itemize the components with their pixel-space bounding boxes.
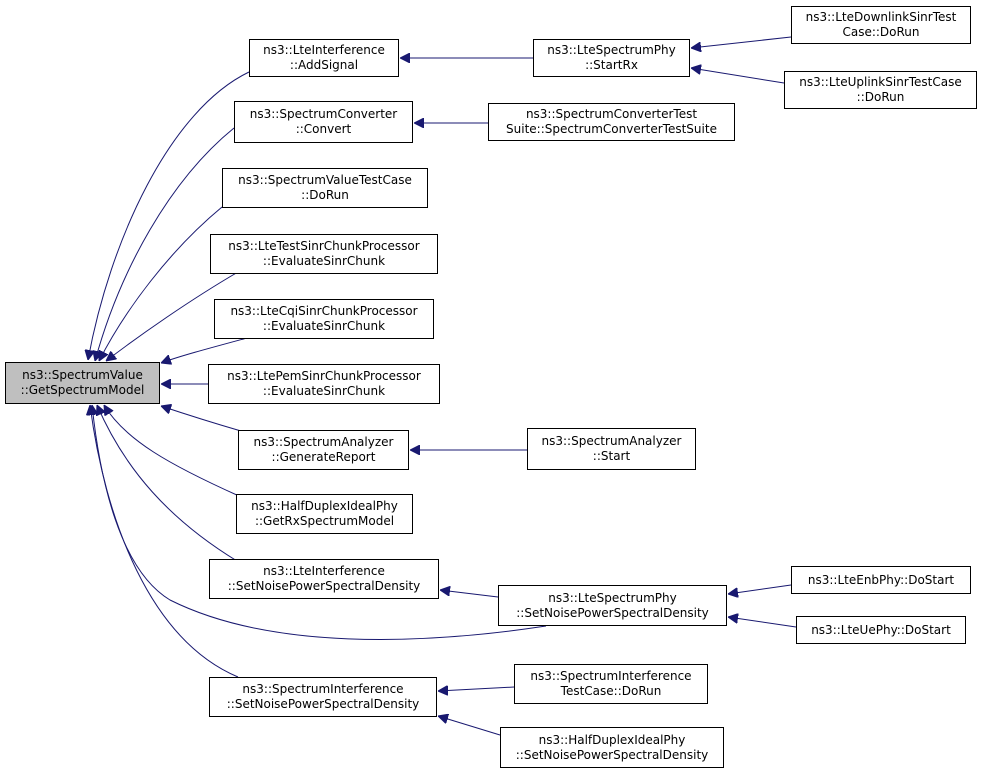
edge-n7-to-root bbox=[99, 206, 223, 361]
node-label-line: ::EvaluateSinrChunk bbox=[262, 384, 386, 398]
node-spectrum-value-get-spectrum-model: ns3::SpectrumValue ::GetSpectrumModel bbox=[5, 362, 160, 404]
node-label-line: TestCase::DoRun bbox=[560, 684, 662, 698]
edge-n14-to-root bbox=[97, 405, 238, 562]
node-label-line: ns3::LteSpectrumPhy bbox=[547, 43, 676, 57]
edge-n3-to-n2 bbox=[691, 36, 792, 48]
node-label-line: ::SetNoisePowerSpectralDensity bbox=[227, 579, 421, 593]
node-label-line: Case::DoRun bbox=[842, 25, 920, 39]
node-label-line: Suite::SpectrumConverterTestSuite bbox=[506, 122, 717, 136]
edge-n4-to-n2 bbox=[691, 68, 785, 84]
node-lte-spectrum-phy-set-noise-psd[interactable]: ns3::LteSpectrumPhy ::SetNoisePowerSpect… bbox=[498, 585, 727, 626]
node-spectrum-interference-set-noise-psd[interactable]: ns3::SpectrumInterference ::SetNoisePowe… bbox=[209, 677, 437, 717]
node-lte-pem-sinr-chunk-processor[interactable]: ns3::LtePemSinrChunkProcessor ::Evaluate… bbox=[208, 364, 440, 404]
edge-n19-to-n18 bbox=[438, 687, 515, 691]
node-label-line: ns3::LteSpectrumPhy bbox=[548, 590, 677, 605]
edge-n20-to-n18 bbox=[438, 716, 501, 736]
node-spectrum-converter-convert[interactable]: ns3::SpectrumConverter ::Convert bbox=[234, 101, 413, 143]
node-label-line: ::Convert bbox=[295, 122, 352, 136]
node-label-line: ns3::SpectrumValue bbox=[22, 368, 143, 382]
edge-n16-to-n15 bbox=[728, 584, 792, 594]
node-spectrum-analyzer-generate-report[interactable]: ns3::SpectrumAnalyzer ::GenerateReport bbox=[238, 430, 409, 470]
edge-n13-to-root bbox=[104, 405, 240, 497]
edge-n17-to-n15 bbox=[728, 617, 797, 628]
node-label-line: ns3::LteTestSinrChunkProcessor bbox=[228, 239, 420, 253]
node-label-line: ns3::SpectrumAnalyzer bbox=[253, 435, 394, 449]
node-label-line: ns3::LteInterference bbox=[263, 43, 385, 57]
node-spectrum-converter-test-suite[interactable]: ns3::SpectrumConverterTest Suite::Spectr… bbox=[488, 103, 735, 141]
node-label-line: ns3::SpectrumAnalyzer bbox=[541, 434, 682, 448]
edge-n8-to-root bbox=[106, 271, 239, 361]
node-spectrum-interference-test-case-do-run[interactable]: ns3::SpectrumInterference TestCase::DoRu… bbox=[514, 664, 708, 704]
node-label-line: ::SetNoisePowerSpectralDensity bbox=[515, 747, 709, 762]
node-lte-test-sinr-chunk-processor[interactable]: ns3::LteTestSinrChunkProcessor ::Evaluat… bbox=[210, 234, 438, 274]
edge-n18-to-root bbox=[90, 405, 239, 678]
node-spectrum-value-test-case-do-run[interactable]: ns3::SpectrumValueTestCase ::DoRun bbox=[222, 168, 428, 208]
node-label-line: ::SetNoisePowerSpectralDensity bbox=[226, 697, 420, 711]
node-label-line: ::GetRxSpectrumModel bbox=[254, 514, 395, 528]
node-label-line: ns3::HalfDuplexIdealPhy bbox=[251, 499, 398, 513]
node-label-line: ::GetSpectrumModel bbox=[20, 383, 145, 397]
node-label-line: ::GenerateReport bbox=[271, 450, 376, 464]
node-label-line: ns3::LteUePhy::DoStart bbox=[811, 622, 951, 637]
node-label-line: ::EvaluateSinrChunk bbox=[262, 254, 386, 268]
node-label-line: ::AddSignal bbox=[289, 58, 359, 72]
node-label-line: ns3::LteInterference bbox=[263, 564, 385, 578]
edge-n9-to-root bbox=[161, 337, 248, 363]
edge-n5-to-root bbox=[95, 127, 235, 361]
node-label-line: ::EvaluateSinrChunk bbox=[262, 319, 386, 333]
node-label-line: ::DoRun bbox=[856, 90, 905, 104]
node-label-line: ns3::LteCqiSinrChunkProcessor bbox=[230, 304, 418, 318]
node-label-line: ::StartRx bbox=[585, 58, 638, 72]
node-lte-interference-set-noise-psd[interactable]: ns3::LteInterference ::SetNoisePowerSpec… bbox=[209, 559, 439, 599]
node-lte-spectrum-phy-start-rx[interactable]: ns3::LteSpectrumPhy ::StartRx bbox=[533, 39, 690, 77]
edge-n11-to-root bbox=[161, 406, 242, 432]
node-label-line: ns3::SpectrumInterference bbox=[530, 669, 692, 683]
node-lte-enb-phy-do-start[interactable]: ns3::LteEnbPhy::DoStart bbox=[791, 566, 971, 594]
node-label-line: ns3::HalfDuplexIdealPhy bbox=[538, 732, 686, 747]
node-label-line: ns3::LteUplinkSinrTestCase bbox=[799, 75, 962, 89]
node-label-line: ns3::SpectrumValueTestCase bbox=[238, 173, 412, 187]
node-lte-ue-phy-do-start[interactable]: ns3::LteUePhy::DoStart bbox=[796, 616, 966, 644]
edge-n15-to-n14 bbox=[440, 590, 499, 598]
node-label-line: ns3::SpectrumConverter bbox=[249, 107, 398, 121]
node-lte-downlink-sinr-test-case-do-run[interactable]: ns3::LteDownlinkSinrTest Case::DoRun bbox=[791, 6, 971, 44]
node-spectrum-analyzer-start[interactable]: ns3::SpectrumAnalyzer ::Start bbox=[527, 428, 696, 470]
node-lte-cqi-sinr-chunk-processor[interactable]: ns3::LteCqiSinrChunkProcessor ::Evaluate… bbox=[214, 299, 434, 339]
node-lte-interference-add-signal[interactable]: ns3::LteInterference ::AddSignal bbox=[249, 39, 399, 77]
node-label-line: ns3::SpectrumConverterTest bbox=[525, 107, 698, 121]
node-half-duplex-ideal-phy-get-rx-spectrum-model[interactable]: ns3::HalfDuplexIdealPhy ::GetRxSpectrumM… bbox=[236, 494, 413, 534]
node-label-line: ns3::SpectrumInterference bbox=[242, 682, 404, 696]
node-label-line: ns3::LteEnbPhy::DoStart bbox=[807, 572, 955, 587]
node-lte-uplink-sinr-test-case-do-run[interactable]: ns3::LteUplinkSinrTestCase ::DoRun bbox=[784, 71, 977, 109]
node-label-line: ::Start bbox=[592, 449, 631, 463]
node-half-duplex-ideal-phy-set-noise-psd[interactable]: ns3::HalfDuplexIdealPhy ::SetNoisePowerS… bbox=[500, 727, 724, 768]
node-label-line: ns3::LteDownlinkSinrTest bbox=[805, 10, 957, 24]
edge-n1-to-root bbox=[88, 71, 250, 360]
node-label-line: ::SetNoisePowerSpectralDensity bbox=[516, 605, 709, 620]
node-label-line: ::DoRun bbox=[301, 188, 349, 202]
node-label-line: ns3::LtePemSinrChunkProcessor bbox=[227, 369, 421, 383]
